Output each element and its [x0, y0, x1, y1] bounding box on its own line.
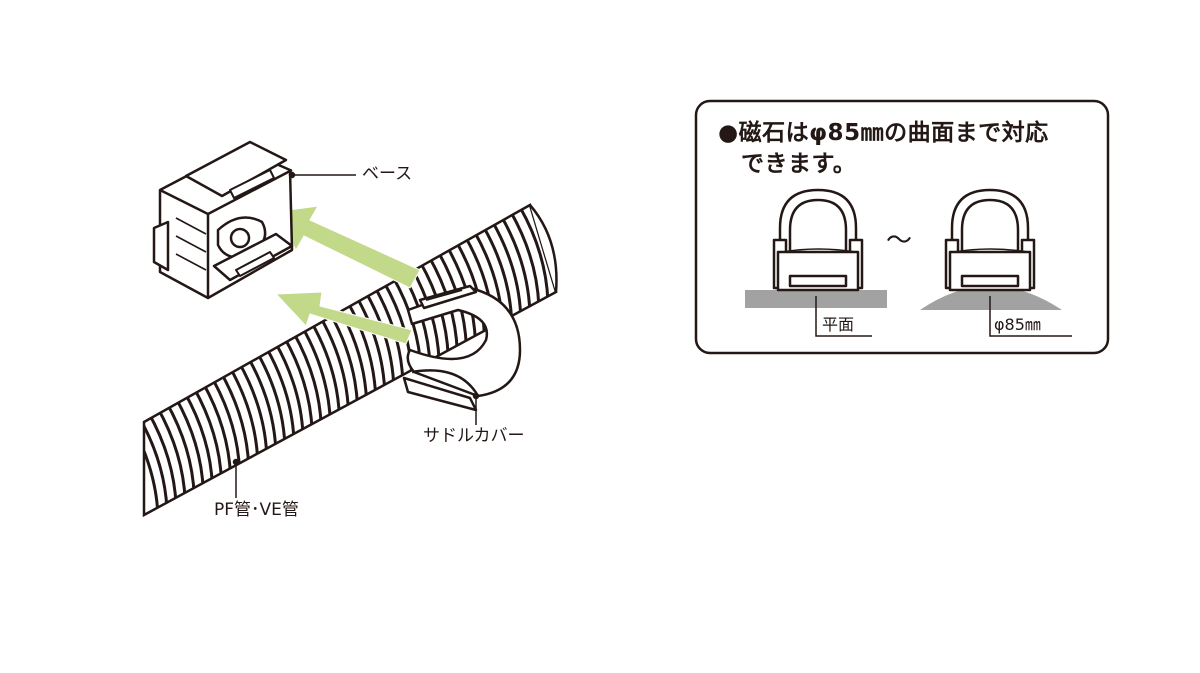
flat-surface-label: 平面: [822, 315, 855, 334]
pipe-rib: [310, 321, 341, 417]
arrow-upper: [273, 205, 421, 289]
arrow-lower: [274, 291, 413, 345]
pipe-rib: [482, 226, 514, 322]
pipe-rib: [183, 391, 214, 487]
pipe-rib: [355, 296, 387, 392]
panel-leader-lines: [815, 296, 1072, 337]
pipe-rib: [518, 206, 550, 302]
pipe-rib: [346, 301, 378, 397]
pipe-rib: [500, 216, 532, 312]
pipe-rib: [219, 371, 251, 467]
range-tilde: ～: [886, 226, 913, 256]
pipe-rib: [364, 291, 396, 387]
panel-title-line2: できます。: [741, 151, 857, 177]
pipe-rib: [491, 221, 523, 317]
panel-title: ●磁石はφ85㎜の曲面まで対応 できます。: [718, 118, 1049, 180]
pipe-rib: [291, 331, 323, 427]
pipe-rib: [228, 366, 260, 462]
pipe-rib: [255, 351, 287, 447]
saddle-on-flat: [772, 188, 864, 292]
curved-surface: [920, 286, 1062, 310]
base-part: [152, 140, 294, 300]
pipe-label: PF管･VE管: [214, 500, 299, 520]
panel-title-line1: ●磁石はφ85㎜の曲面まで対応: [718, 120, 1049, 146]
pipe-rib: [144, 421, 160, 515]
pipe-rib: [201, 381, 233, 477]
saddle-on-curved: [944, 188, 1036, 292]
pipe-rib: [164, 401, 196, 497]
pipe-rib: [273, 341, 305, 437]
pipe-rib: [509, 211, 541, 307]
pipe-rib: [300, 326, 332, 422]
pipe-rib: [144, 416, 169, 512]
pipe-rib: [146, 411, 178, 507]
pipe-rib: [174, 396, 205, 492]
pipe-rib: [264, 346, 296, 442]
pipe-rib: [155, 406, 187, 502]
leader-lines: [232, 171, 480, 498]
saddle-cover-label: サドルカバー: [423, 426, 525, 446]
saddle-cover-part: [402, 284, 522, 412]
pipe-rib: [237, 361, 269, 457]
insert-arrows: [273, 205, 421, 345]
pipe-rib: [246, 356, 278, 452]
base-label: ベース: [362, 164, 413, 184]
pipe-rib: [319, 316, 350, 412]
pipe-rib: [192, 386, 223, 482]
pipe-rib: [282, 336, 314, 432]
curved-surface-label: φ85㎜: [994, 315, 1041, 334]
corrugated-pipe: [142, 203, 558, 518]
